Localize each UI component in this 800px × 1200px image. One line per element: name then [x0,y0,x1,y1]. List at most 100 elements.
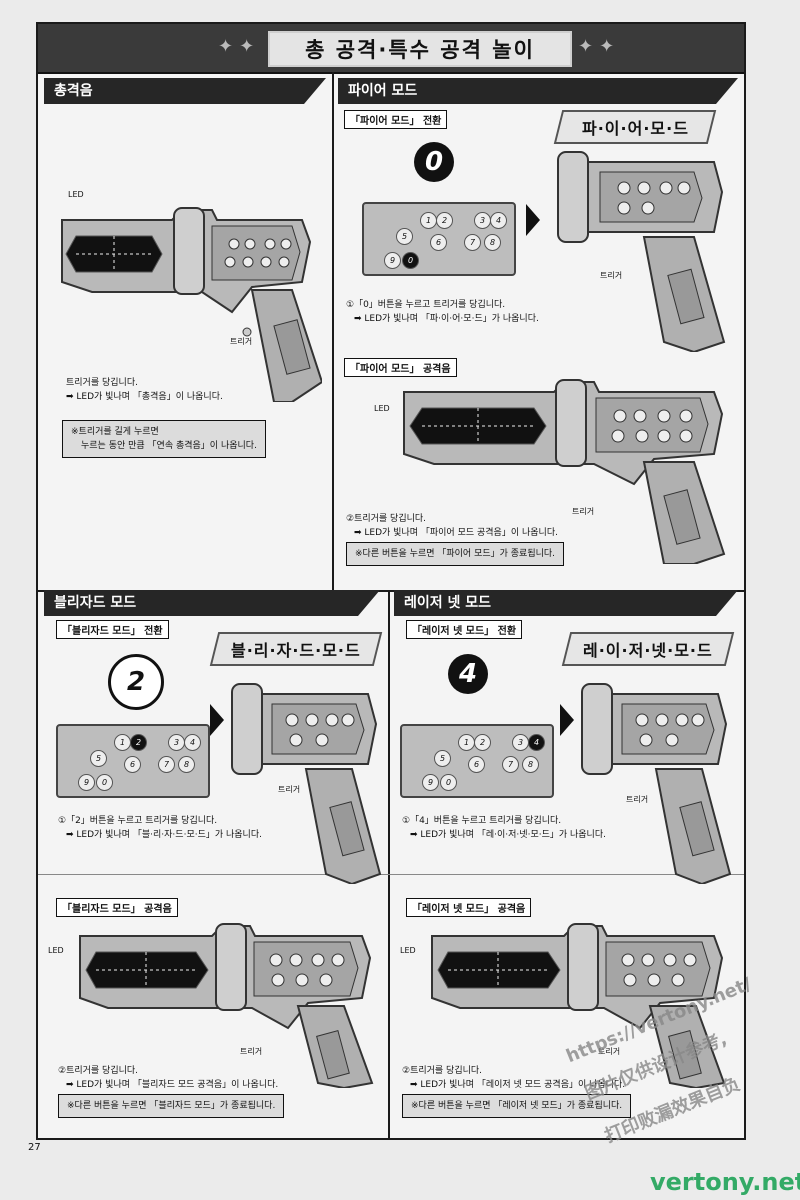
blizzard-step1: ①「2」버튼을 누르고 트리거를 당깁니다. ➡ LED가 빛나며 「블·리·자… [58,814,262,842]
keypad-key-1: 1 [114,734,131,751]
blizzard-attack-label: 「블리자드 모드」 공격음 [56,898,178,917]
section-heading-laser: 레이저 넷 모드 [394,590,738,616]
keypad-key-3: 3 [474,212,491,229]
blizzard-trigger-label: 트리거 [278,784,300,795]
divider-top [332,72,334,590]
fire-switch-label: 「파이어 모드」 전환 [344,110,447,129]
laser-step1: ①「4」버튼을 누르고 트리거를 당깁니다. ➡ LED가 빛나며 「레·이·저… [402,814,606,842]
fire-arrow-icon [526,204,540,236]
blizzard-step2: ②트리거를 당깁니다. ➡ LED가 빛나며 「블리자드 모드 공격음」이 나옵… [58,1064,278,1092]
title-decoration-left: ✦✦ [218,36,260,57]
fire-step2-result: ➡ LED가 빛나며 「파이어 모드 공격음」이 나옵니다. [346,526,558,540]
fire-note: ※다른 버튼을 누르면 「파이어 모드」가 종료됩니다. [346,542,564,566]
keypad-key-7: 7 [502,756,519,773]
laser-led-label: LED [400,946,416,955]
fire-step1-text: ①「0」버튼을 누르고 트리거를 당깁니다. [346,298,539,312]
keypad-key-5: 5 [434,750,451,767]
page-title: 총 공격·특수 공격 놀이 [268,31,572,67]
keypad-key-9: 9 [384,252,401,269]
laser-step1-result: ➡ LED가 빛나며 「레·이·저·넷·모·드」가 나옵니다. [402,828,606,842]
blizzard-number-badge: 2 [108,654,164,710]
keypad-key-1: 1 [458,734,475,751]
blizzard-step1-result: ➡ LED가 빛나며 「블·리·자·드·모·드」가 나옵니다. [58,828,262,842]
fire-step2-text: ②트리거를 당깁니다. [346,512,558,526]
keypad-key-2: 2 [436,212,453,229]
laser-mode-bubble: 레·이·저·넷·모·드 [562,632,734,666]
keypad-key-0: 0 [440,774,457,791]
keypad-key-8: 8 [484,234,501,251]
keypad-key-4: 4 [184,734,201,751]
laser-trigger-label: 트리거 [626,794,648,805]
blizzard-mode-bubble: 블·리·자·드·모·드 [210,632,382,666]
keypad-key-6: 6 [430,234,447,251]
title-bar: ✦✦ 총 공격·특수 공격 놀이 ✦✦ [38,24,744,74]
shot-note-line2: 누르는 동안 만큼 「연속 총격음」이 나옵니다. [71,439,257,453]
laser-arrow-icon [560,704,574,736]
keypad-key-1: 1 [420,212,437,229]
fire-step2: ②트리거를 당깁니다. ➡ LED가 빛나며 「파이어 모드 공격음」이 나옵니… [346,512,558,540]
section-heading-fire: 파이어 모드 [338,78,738,104]
blizzard-arrow-icon [210,704,224,736]
keypad-key-2: 2 [474,734,491,751]
watermark-site: vertony.net [650,1168,800,1196]
laser-mode-call: 레·이·저·넷·모·드 [583,637,713,661]
title-decoration-right: ✦✦ [578,36,620,57]
laser-attack-label: 「레이저 넷 모드」 공격음 [406,898,531,917]
laser-number-badge: 4 [448,654,488,694]
keypad-key-8: 8 [178,756,195,773]
keypad-key-6: 6 [124,756,141,773]
keypad-key-4: 4 [528,734,545,751]
fire-attack-trigger-label: 트리거 [572,506,594,517]
shot-instruction: 트리거를 당깁니다. ➡ LED가 빛나며 「총격음」이 나옵니다. [66,376,223,404]
shot-step: 트리거를 당깁니다. [66,376,223,390]
section-heading-shot: 총격음 [44,78,326,104]
fire-led-label: LED [374,404,390,413]
blizzard-step1-text: ①「2」버튼을 누르고 트리거를 당깁니다. [58,814,262,828]
laser-step1-text: ①「4」버튼을 누르고 트리거를 당깁니다. [402,814,606,828]
page-number: 27 [28,1142,41,1153]
fire-step1: ①「0」버튼을 누르고 트리거를 당깁니다. ➡ LED가 빛나며 「파·이·어… [346,298,539,326]
keypad-key-7: 7 [158,756,175,773]
keypad-key-5: 5 [90,750,107,767]
keypad-key-7: 7 [464,234,481,251]
fire-mode-bubble: 파·이·어·모·드 [554,110,716,144]
keypad-key-2: 2 [130,734,147,751]
section-heading-blizzard: 블리자드 모드 [44,590,380,616]
fire-step1-result: ➡ LED가 빛나며 「파·이·어·모·드」가 나옵니다. [346,312,539,326]
keypad-key-9: 9 [78,774,95,791]
keypad-key-8: 8 [522,756,539,773]
shot-note: ※트리거를 길게 누르면 누르는 동안 만큼 「연속 총격음」이 나옵니다. [62,420,266,458]
trigger-label: 트리거 [230,336,252,347]
blizzard-attack-blaster-illustration [72,918,382,1088]
blizzard-attack-trigger-label: 트리거 [240,1046,262,1057]
shot-note-line1: ※트리거를 길게 누르면 [71,425,257,439]
keypad-key-4: 4 [490,212,507,229]
laser-blaster-illustration [576,674,736,884]
blizzard-blaster-illustration [226,674,386,884]
divider-bottom [388,590,390,1138]
keypad-key-5: 5 [396,228,413,245]
shot-result: ➡ LED가 빛나며 「총격음」이 나옵니다. [66,390,223,404]
keypad-key-3: 3 [168,734,185,751]
blizzard-switch-label: 「블리자드 모드」 전환 [56,620,169,639]
blizzard-step2-text: ②트리거를 당깁니다. [58,1064,278,1078]
fire-number-badge: 0 [414,142,454,182]
led-label: LED [68,190,84,199]
keypad-key-0: 0 [96,774,113,791]
page-frame: ✦✦ 총 공격·특수 공격 놀이 ✦✦ 총격음 LED 트리거 트리거를 당깁니… [36,22,746,1140]
blaster-illustration [52,202,322,402]
fire-blaster-illustration [544,142,734,352]
keypad-key-9: 9 [422,774,439,791]
fire-trigger-label: 트리거 [600,270,622,281]
keypad-key-6: 6 [468,756,485,773]
blizzard-note: ※다른 버튼을 누르면 「블리자드 모드」가 종료됩니다. [58,1094,284,1118]
blizzard-mode-call: 블·리·자·드·모·드 [231,637,361,661]
laser-switch-label: 「레이저 넷 모드」 전환 [406,620,522,639]
blizzard-led-label: LED [48,946,64,955]
fire-mode-call: 파·이·어·모·드 [582,115,689,139]
keypad-key-0: 0 [402,252,419,269]
blizzard-step2-result: ➡ LED가 빛나며 「블리자드 모드 공격음」이 나옵니다. [58,1078,278,1092]
